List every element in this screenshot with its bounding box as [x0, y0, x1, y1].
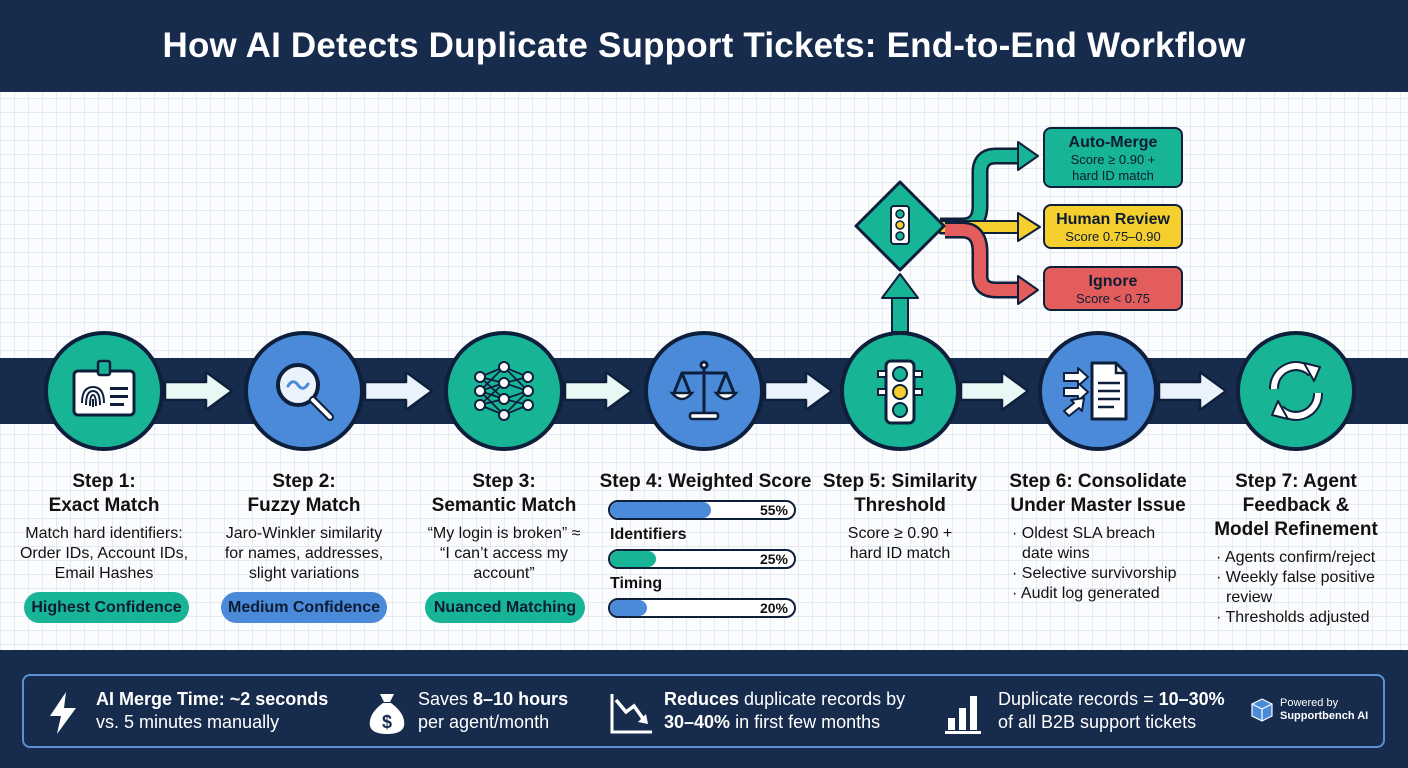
bullet-item: Agents confirm/reject: [1212, 548, 1392, 568]
bullet-item: Oldest SLA breach date wins: [1008, 524, 1178, 564]
outcome-title: Human Review: [1056, 211, 1170, 228]
confidence-badge: Nuanced Matching: [425, 592, 585, 623]
flow-arrow: [959, 370, 1030, 412]
score-bar-label: Timing: [610, 575, 663, 592]
outcome-title: Ignore: [1088, 273, 1138, 290]
outcome-human-review: Human Review Score 0.75–0.90: [1043, 204, 1183, 249]
step-4-circle: [644, 331, 764, 451]
score-bar-percent: 55%: [759, 502, 788, 518]
score-bar-percent: 25%: [759, 551, 788, 567]
decision-diamond: [854, 180, 946, 272]
bullet-item: Thresholds adjusted: [1212, 608, 1392, 628]
bullet-item: Audit log generated: [1008, 584, 1178, 604]
step-4-text: Step 4: Weighted Score 55% Identifiers 2…: [598, 470, 813, 618]
header-banner: How AI Detects Duplicate Support Tickets…: [0, 0, 1408, 92]
merge-document-icon: [1063, 361, 1128, 421]
score-bar: 25%: [608, 549, 796, 569]
step-title: Step 1:Exact Match: [48, 471, 160, 516]
step-description: Score ≥ 0.90 +hard ID match: [847, 525, 953, 562]
neural-network-icon: [474, 361, 534, 421]
step-description: Match hard identifiers:Order IDs, Accoun…: [19, 525, 189, 582]
step-title: Step 3:Semantic Match: [431, 471, 577, 516]
step-bullets: Oldest SLA breach date wins Selective su…: [1008, 524, 1178, 604]
powered-by-label: Powered by: [1280, 697, 1339, 709]
up-arrow: [881, 273, 919, 333]
flow-arrow: [563, 370, 634, 412]
score-bar-fill: [610, 551, 656, 567]
flow-arrow: [763, 370, 834, 412]
branch-arrow-ignore: [945, 221, 1039, 305]
step-1-text: Step 1:Exact Match Match hard identifier…: [4, 470, 204, 584]
step-5-circle: [840, 331, 960, 451]
score-bar-label: Identifiers: [610, 526, 687, 543]
score-bar-percent: 20%: [759, 600, 788, 616]
step-1-circle: [44, 331, 164, 451]
outcome-desc: hard ID match: [1072, 168, 1154, 183]
stat-duplicate-share: Duplicate records = 10–30%of all B2B sup…: [998, 689, 1225, 732]
score-bar-fill: [610, 502, 712, 518]
scale-icon: [669, 360, 739, 421]
outcome-title: Auto-Merge: [1068, 134, 1158, 151]
step-title: Step 2:Fuzzy Match: [247, 471, 361, 516]
step-bullets: Agents confirm/reject Weekly false posit…: [1212, 548, 1392, 628]
bullet-item: Weekly false positive review: [1212, 568, 1392, 608]
branch-arrow-auto-merge: [940, 141, 1039, 235]
step-2-circle: [244, 331, 364, 451]
bar-chart-icon: [945, 696, 981, 734]
outcome-auto-merge: Auto-Merge Score ≥ 0.90 + hard ID match: [1043, 127, 1183, 188]
outcome-desc: Score ≥ 0.90 +: [1070, 152, 1156, 167]
money-bag-icon: $: [369, 694, 405, 734]
page-title: How AI Detects Duplicate Support Tickets…: [162, 26, 1246, 65]
score-bar-fill: [610, 600, 647, 616]
score-bar: 20%: [608, 598, 796, 618]
outcome-desc: Score 0.75–0.90: [1065, 229, 1161, 244]
score-bar: 55%: [608, 500, 796, 520]
trend-down-icon: [610, 694, 652, 734]
step-3-circle: [444, 331, 564, 451]
lightning-icon: [50, 692, 76, 734]
step-description: “My login is broken” ≈“I can’t access my…: [427, 525, 581, 582]
step-3-text: Step 3:Semantic Match “My login is broke…: [404, 470, 604, 584]
confidence-badge: Highest Confidence: [24, 592, 189, 623]
outcome-desc: Score < 0.75: [1075, 291, 1151, 306]
outcome-ignore: Ignore Score < 0.75: [1043, 266, 1183, 311]
step-2-text: Step 2:Fuzzy Match Jaro-Winkler similari…: [204, 470, 404, 584]
step-7-circle: [1236, 331, 1356, 451]
svg-text:$: $: [382, 712, 392, 732]
bullet-item: Selective survivorship: [1008, 564, 1178, 584]
confidence-badge: Medium Confidence: [221, 592, 387, 623]
step-title: Step 4: Weighted Score: [599, 471, 812, 492]
flow-arrow: [363, 370, 434, 412]
refresh-cycle-icon: [1269, 361, 1323, 421]
stats-box: [22, 674, 1385, 748]
step-6-circle: [1038, 331, 1158, 451]
brand-name: Supportbench AI: [1280, 710, 1369, 722]
decision-branch: [854, 141, 1041, 333]
magnifier-icon: [276, 363, 334, 421]
traffic-light-icon: [877, 359, 923, 425]
traffic-light-small-icon: [890, 205, 910, 245]
flow-arrow: [163, 370, 234, 412]
flow-arrow: [1157, 370, 1228, 412]
supportbench-logo-icon: [1251, 698, 1273, 722]
footer: [0, 650, 1408, 768]
id-card-fingerprint-icon: [72, 359, 136, 417]
